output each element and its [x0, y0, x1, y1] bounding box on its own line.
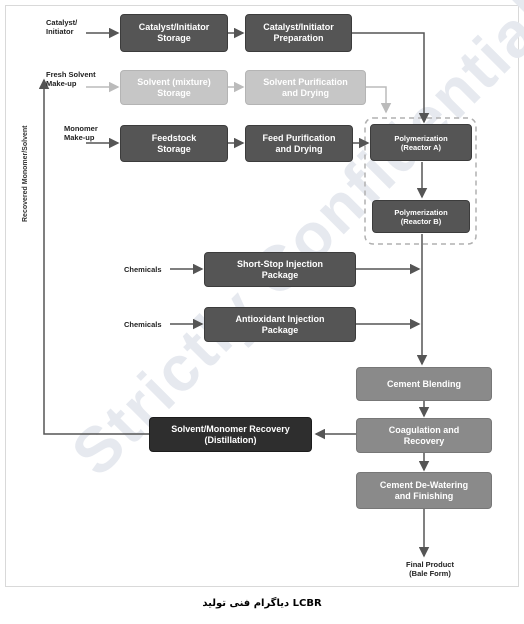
shortstop-package-box: Short-Stop Injection Package: [204, 252, 356, 287]
recovered-monomer-label: Recovered Monomer/Solvent: [22, 125, 29, 222]
diagram-frame: [5, 5, 519, 587]
solvent-storage-box: Solvent (mixture) Storage: [120, 70, 228, 105]
input-fresh-solvent: Fresh Solvent Make-up: [46, 70, 96, 88]
feedstock-storage-box: Feedstock Storage: [120, 125, 228, 162]
catalyst-storage-box: Catalyst/Initiator Storage: [120, 14, 228, 52]
feed-purification-box: Feed Purification and Drying: [245, 125, 353, 162]
recovery-distillation-box: Solvent/Monomer Recovery (Distillation): [149, 417, 312, 452]
final-product-label: Final Product (Bale Form): [406, 560, 454, 578]
input-catalyst: Catalyst/ Initiator: [46, 18, 78, 36]
coagulation-box: Coagulation and Recovery: [356, 418, 492, 453]
reactor-b-box: Polymerization (Reactor B): [372, 200, 470, 233]
cement-blending-box: Cement Blending: [356, 367, 492, 401]
input-chemicals-1: Chemicals: [124, 265, 162, 274]
figure-caption: دیاگرام فنی تولید LCBR: [202, 598, 322, 609]
reactor-a-box: Polymerization (Reactor A): [370, 124, 472, 161]
antioxidant-package-box: Antioxidant Injection Package: [204, 307, 356, 342]
solvent-purification-box: Solvent Purification and Drying: [245, 70, 366, 105]
catalyst-prep-box: Catalyst/Initiator Preparation: [245, 14, 352, 52]
dewatering-box: Cement De-Watering and Finishing: [356, 472, 492, 509]
input-monomer: Monomer Make-up: [64, 124, 98, 142]
input-chemicals-2: Chemicals: [124, 320, 162, 329]
